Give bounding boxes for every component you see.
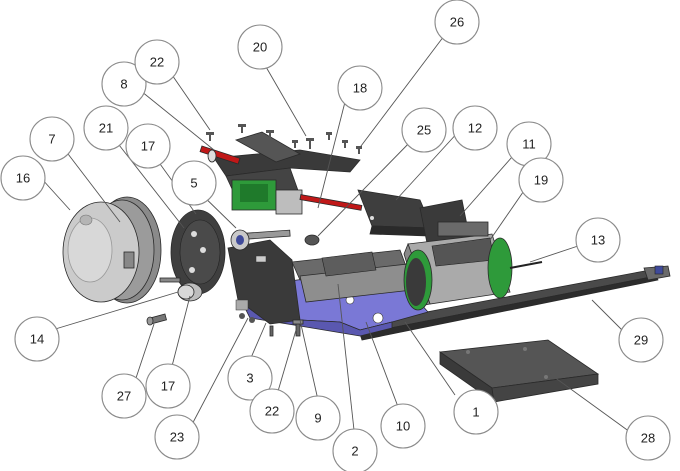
svg-text:1: 1 [472,405,479,420]
callout-13: 13 [575,217,621,263]
svg-text:22: 22 [265,404,279,419]
svg-text:20: 20 [253,40,267,55]
svg-text:5: 5 [190,176,197,191]
svg-text:10: 10 [396,419,410,434]
part-side-plate [170,209,226,295]
svg-text:25: 25 [417,123,431,138]
svg-text:27: 27 [117,389,131,404]
part-pulley-housing [62,196,162,304]
part-cover-plate-12 [357,189,433,237]
callout-22-upper: 22 [134,39,180,85]
part-pins-lower [269,319,304,337]
svg-text:28: 28 [641,431,655,446]
callout-27: 27 [101,373,147,419]
part-shaft-bearing-5 [230,229,320,251]
svg-text:17: 17 [141,139,155,154]
callout-28: 28 [625,415,671,461]
part-long-strap [351,265,671,341]
svg-text:18: 18 [353,81,367,96]
callout-10: 10 [380,403,426,449]
callout-1: 1 [453,389,499,435]
callout-14: 14 [14,316,60,362]
svg-text:17: 17 [161,379,175,394]
callout-26: 26 [434,0,480,45]
svg-text:19: 19 [534,173,548,188]
svg-text:8: 8 [120,77,127,92]
part-base-block [438,339,600,403]
part-motor-assembly [403,199,543,311]
part-chassis-frame [227,239,413,325]
callout-2: 2 [332,428,378,471]
callout-12: 12 [452,105,498,151]
callout-7: 7 [29,116,75,162]
svg-text:11: 11 [522,137,536,152]
callout-17-upper: 17 [125,123,171,169]
callout-8: 8 [101,61,147,107]
svg-text:3: 3 [246,371,253,386]
callout-3: 3 [227,355,273,401]
callout-25: 25 [401,107,447,153]
svg-text:21: 21 [99,121,113,136]
callout-21: 21 [83,105,129,151]
svg-text:9: 9 [314,411,321,426]
svg-text:16: 16 [16,171,30,186]
callout-29: 29 [618,317,664,363]
svg-text:2: 2 [351,444,358,459]
callout-9: 9 [295,395,341,441]
part-top-bracket [199,131,363,215]
svg-text:13: 13 [591,233,605,248]
callout-23: 23 [154,414,200,460]
part-top-screws [206,124,362,154]
svg-text:14: 14 [30,332,44,347]
callout-17-lower: 17 [145,363,191,409]
svg-text:12: 12 [468,121,482,136]
svg-text:26: 26 [450,15,464,30]
part-screw-27 [146,313,167,326]
svg-text:29: 29 [634,333,648,348]
callout-18: 18 [337,65,383,111]
callout-20: 20 [237,24,283,70]
part-roller-14 [159,277,203,302]
svg-text:22: 22 [150,55,164,70]
svg-text:23: 23 [170,430,184,445]
callout-5: 5 [171,160,217,206]
callout-22-lower: 22 [249,388,295,434]
svg-text:7: 7 [48,132,55,147]
callout-19: 19 [518,157,564,203]
callout-16: 16 [0,155,46,201]
